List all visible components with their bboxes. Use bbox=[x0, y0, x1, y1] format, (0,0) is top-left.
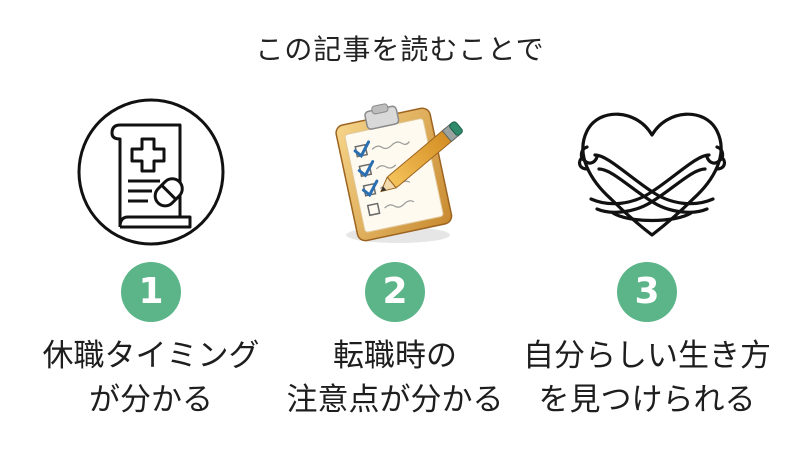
step-label-1-line-1: 休職タイミング bbox=[42, 338, 260, 374]
medical-document-icon bbox=[76, 95, 226, 250]
page-heading: この記事を読むことで bbox=[255, 33, 545, 66]
step-label-2-line-2: 注意点が分かる bbox=[286, 382, 504, 418]
step-badge-3: 3 bbox=[617, 262, 677, 322]
step-label-2-line-1: 転職時の bbox=[333, 338, 457, 374]
step-badge-2: 2 bbox=[365, 262, 425, 322]
step-label-2: 転職時の 注意点が分かる bbox=[265, 334, 525, 422]
step-label-3: 自分らしい生き方 を見つけられる bbox=[517, 334, 777, 422]
step-label-1-line-2: が分かる bbox=[89, 382, 213, 418]
step-label-3-line-1: 自分らしい生き方 bbox=[523, 338, 771, 374]
step-badge-1: 1 bbox=[121, 262, 181, 322]
clipboard-checklist-icon bbox=[316, 95, 466, 250]
step-label-3-line-2: を見つけられる bbox=[538, 382, 756, 418]
step-label-1: 休職タイミング が分かる bbox=[21, 334, 281, 422]
self-hug-heart-icon bbox=[567, 95, 727, 250]
